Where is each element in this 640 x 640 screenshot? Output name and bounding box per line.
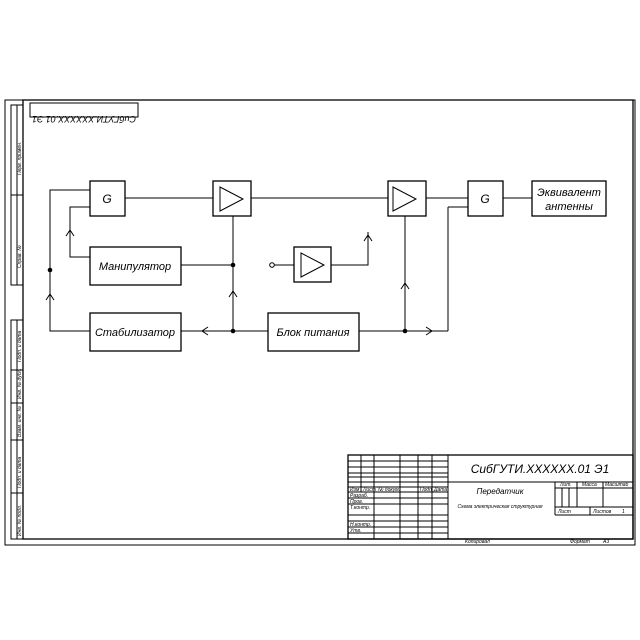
title-block: Изм Лист № докум. Подп. Дата Разраб. Про… [347, 454, 634, 540]
format-value: A3 [602, 539, 609, 545]
document-type: Схема электрическая структурная [457, 504, 542, 510]
antenna-label-line-2: антенны [545, 201, 593, 213]
mass-label: Масса [582, 482, 597, 488]
format-label: Формат [570, 539, 590, 545]
role-developer: Разраб. [350, 493, 368, 499]
col-date: Дата [433, 487, 447, 493]
col-doc-no: № докум. [378, 487, 400, 493]
amplifier-3-triangle [392, 186, 418, 212]
strip-label-primary-use: Перв. примен. [17, 142, 23, 175]
connections [45, 189, 532, 336]
strip-label-sign-date-2: Подп. и дата [17, 456, 23, 488]
strip-label-replacement-no: Взам. инв. № [17, 405, 23, 437]
role-checker: Пров. [350, 499, 363, 505]
generator-1-label: G [102, 192, 111, 206]
sheet-outline [4, 99, 636, 546]
sheets-value: 1 [622, 509, 625, 515]
strip-label-duplicate-no: Инв. № дубл. [17, 368, 23, 399]
col-change: Изм [350, 487, 360, 493]
copied-label: Копировал [465, 539, 490, 545]
stabilizer-block [89, 312, 182, 352]
power-supply-label: Блок питания [276, 327, 349, 339]
amplifier-2-block [293, 246, 332, 283]
amplifier-1-triangle [219, 186, 245, 212]
rotated-stamp-code: СибГУТИ.XXXXXX.01 Э1 [32, 114, 136, 124]
block-diagram: G G Эквивалент антенны Манипулятор Стаби… [45, 180, 607, 352]
power-supply-block [267, 312, 360, 352]
role-tech-control: Т.контр. [350, 505, 370, 511]
manipulator-label: Манипулятор [99, 261, 171, 273]
stabilizer-label: Стабилизатор [95, 327, 175, 339]
amplifier-1-block [212, 180, 252, 217]
generator-2-label: G [480, 192, 489, 206]
document-code: СибГУТИ.XXXXXX.01 Э1 [471, 462, 610, 476]
amplifier-2-triangle [300, 252, 326, 278]
col-sheet: Лист [362, 487, 376, 493]
product-name: Передатчик [477, 487, 525, 496]
scale-label: Масштаб [605, 482, 629, 488]
col-signature: Подп. [420, 487, 433, 493]
rotated-stamp: СибГУТИ.XXXXXX.01 Э1 [29, 102, 139, 124]
strip-label-reference-no: Справ. № [17, 245, 23, 268]
lit-label: Лит. [559, 482, 572, 488]
left-strip: Перв. примен. Справ. № Подп. и дата Инв.… [10, 104, 24, 540]
manipulator-block [89, 246, 182, 286]
antenna-label-line-1: Эквивалент [537, 187, 601, 199]
strip-label-sign-date-1: Подп. и дата [17, 330, 23, 362]
strip-label-original-no: Инв. № подл. [17, 505, 23, 536]
sheets-label: Листов [592, 509, 612, 515]
role-approver: Утв. [350, 528, 361, 534]
role-norm-control: Н.контр. [350, 522, 371, 528]
sheet-label: Лист [557, 509, 571, 515]
